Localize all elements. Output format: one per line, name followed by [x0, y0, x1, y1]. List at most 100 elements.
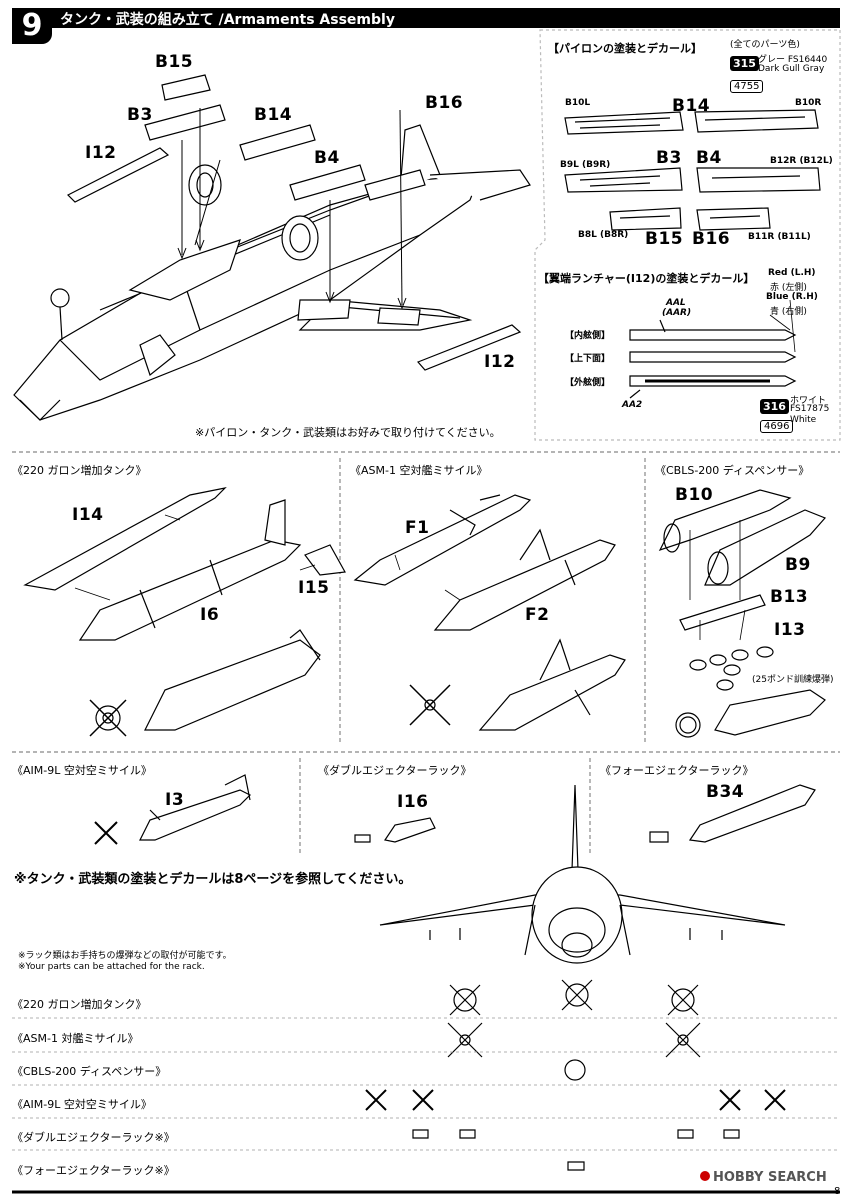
pylon-b11r-drawing — [696, 207, 771, 231]
pylon-panel-title: 【パイロンの塗装とデカール】 — [548, 42, 702, 55]
pylon-b12r: B12R (B12L) — [770, 156, 833, 166]
watermark: HOBBY SEARCH — [700, 1170, 827, 1185]
paint2-number-badge: 316 — [760, 395, 789, 414]
section-asm-title: 《ASM-1 空対艦ミサイル》 — [350, 464, 488, 477]
tank-i6-drawing — [78, 539, 302, 641]
watermark-icon — [700, 1171, 710, 1181]
label-i12-top: I12 — [85, 143, 117, 163]
label-b9: B9 — [785, 555, 811, 575]
section-four-title: 《フォーエジェクターラック》 — [600, 764, 754, 777]
section-cbls-title: 《CBLS-200 ディスペンサー》 — [655, 464, 810, 477]
pylon-b8l: B8L (B8R) — [578, 230, 629, 240]
launcher-outer-drawing — [629, 375, 797, 399]
aircraft-front-view — [379, 784, 786, 964]
launcher-aa2: AA2 — [622, 400, 643, 410]
all-parts-color: (全てのパーツ色) — [730, 40, 800, 50]
loadout-double-marks — [412, 1129, 740, 1139]
paint2-fs: FS17875 — [790, 404, 830, 414]
step-number: 9 — [21, 8, 43, 43]
optional-note: ※パイロン・タンク・武装類はお好みで取り付けてください。 — [195, 426, 501, 439]
pylon-b9l-drawing — [564, 167, 683, 193]
label-i14: I14 — [72, 505, 104, 525]
paint2-name: ホワイト — [790, 396, 827, 406]
header-title: タンク・武装の組み立て /Armaments Assembly — [60, 12, 395, 28]
loadout-tank-marks — [449, 979, 699, 1016]
pylon-b11r: B11R (B11L) — [748, 232, 811, 242]
paint1-code-badge: 4755 — [730, 74, 764, 93]
asm-assembled — [478, 638, 626, 731]
cbls-b13-drawing — [679, 594, 766, 631]
pylon-b4: B4 — [696, 148, 722, 168]
launcher-topbottom: 【上下面】 — [565, 354, 611, 364]
pylon-b10l: B10L — [565, 98, 591, 108]
pylon-b3-part — [144, 104, 226, 141]
launcher-topbottom-drawing — [629, 351, 797, 363]
label-b10: B10 — [675, 485, 714, 505]
label-b3: B3 — [127, 105, 153, 125]
launcher-red: Red (L.H) — [768, 268, 816, 278]
pylon-b15: B15 — [645, 229, 684, 249]
loadout-asm-marks — [447, 1022, 701, 1058]
cbls-assembled — [714, 689, 826, 736]
tank-assembled — [144, 629, 321, 731]
label-i15: I15 — [298, 578, 330, 598]
launcher-blue-jp: 青 (右側) — [770, 307, 807, 317]
aircraft-fuselage-drawing — [13, 124, 531, 421]
launcher-inner-drawing — [629, 319, 797, 341]
launcher-red-jp: 赤 (左側) — [770, 283, 807, 293]
pylon-b16-part — [364, 169, 426, 201]
label-b4: B4 — [314, 148, 340, 168]
step-number-badge: 9 — [12, 8, 52, 44]
label-i6: I6 — [200, 605, 220, 625]
pylon-b10r: B10R — [795, 98, 822, 108]
pylon-b3: B3 — [656, 148, 682, 168]
label-i13: I13 — [774, 620, 806, 640]
tank-fin — [264, 499, 286, 546]
label-f2: F2 — [525, 605, 550, 625]
cbls-bombs — [689, 646, 774, 691]
loadout-row-tank: 《220 ガロン増加タンク》 — [12, 998, 147, 1011]
cbls-b9-drawing — [704, 509, 827, 586]
four-rack-b34-drawing — [688, 784, 816, 843]
pylon-b4-part — [289, 164, 366, 201]
pylon-b12r-drawing — [696, 167, 821, 193]
label-b16: B16 — [425, 93, 464, 113]
paint2-code-badge: 4696 — [760, 414, 794, 433]
label-f1: F1 — [405, 518, 430, 538]
loadout-row-asm: 《ASM-1 対艦ミサイル》 — [12, 1032, 139, 1045]
refer-note: ※タンク・武装類の塗装とデカールは8ページを参照してください。 — [14, 872, 412, 887]
loadout-row-aim: 《AIM-9L 空対空ミサイル》 — [12, 1098, 152, 1111]
pylon-b16: B16 — [692, 229, 731, 249]
label-i16: I16 — [397, 792, 429, 812]
loadout-row-double: 《ダブルエジェクターラック※》 — [12, 1131, 175, 1144]
pylon-b14-part — [239, 124, 316, 161]
page-number: 8 — [834, 1186, 841, 1197]
loadout-four-marks — [567, 1161, 585, 1171]
launcher-aal: AAL — [666, 298, 686, 308]
loadout-row-four: 《フォーエジェクターラック※》 — [12, 1164, 175, 1177]
label-b15: B15 — [155, 52, 194, 72]
section-aim-title: 《AIM-9L 空対空ミサイル》 — [12, 764, 152, 777]
launcher-panel-title: 【翼端ランチャー(I12)の塗装とデカール】 — [538, 272, 755, 285]
tank-i14-drawing — [23, 487, 227, 591]
launcher-inner: 【内舷側】 — [565, 331, 611, 341]
section-tank-title: 《220 ガロン増加タンク》 — [12, 464, 147, 477]
label-b13: B13 — [770, 587, 809, 607]
loadout-aim-marks — [365, 1089, 786, 1111]
pylon-b9l: B9L (B9R) — [560, 160, 611, 170]
label-b34: B34 — [706, 782, 745, 802]
double-rack-i16-drawing — [384, 817, 436, 843]
label-b14: B14 — [254, 105, 293, 125]
aim9-i3-drawing — [139, 774, 252, 841]
paint1-eng: Dark Gull Gray — [758, 64, 825, 74]
paint2-eng: White — [790, 415, 817, 425]
section-double-title: 《ダブルエジェクターラック》 — [318, 764, 472, 777]
launcher-aar: (AAR) — [662, 308, 692, 318]
tank-i15-drawing — [304, 544, 346, 576]
header-title-bg — [52, 8, 840, 28]
pylon-b14: B14 — [672, 96, 711, 116]
pylon-b15-part — [161, 74, 211, 101]
rack-note-en: ※Your parts can be attached for the rack… — [18, 962, 205, 972]
bomb-note: (25ポンド訓練爆弾) — [752, 675, 834, 685]
asm-f1-drawing — [353, 494, 532, 586]
